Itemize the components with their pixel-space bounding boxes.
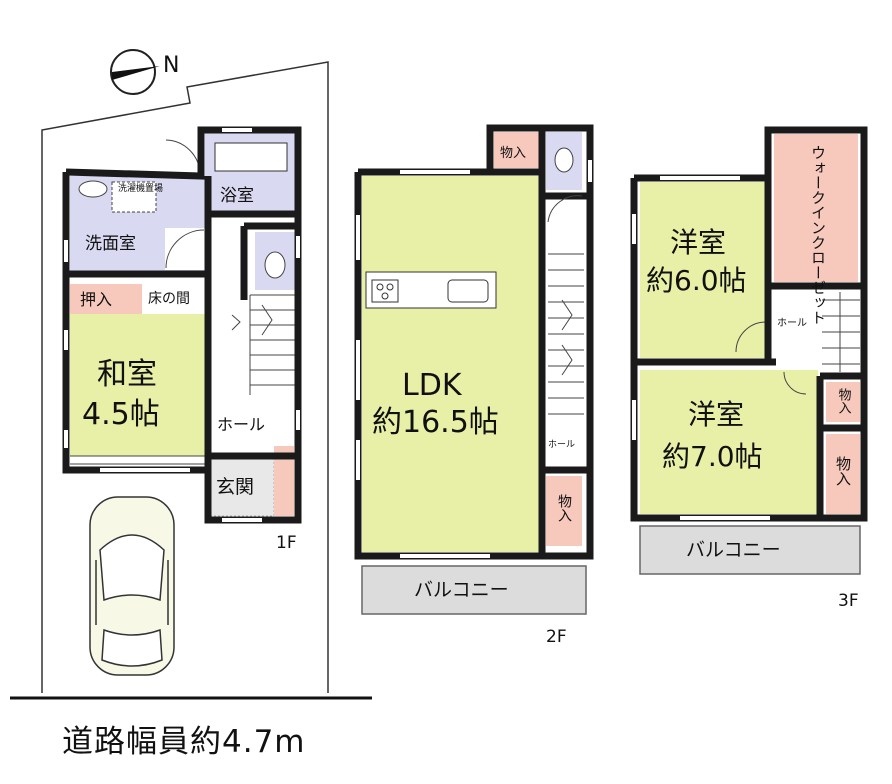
western-room-2-name: 洋室 (688, 398, 744, 431)
floor-2f: 物入 LDK 約16.5帖 ホール 物入 バルコニー 2F (354, 124, 594, 647)
alcove-label: 床の間 (148, 291, 190, 307)
compass-north-label: N (163, 53, 179, 78)
japanese-room-size: 4.5帖 (82, 397, 160, 432)
compass-icon: N (110, 49, 179, 95)
western-room-2-size: 約7.0帖 (662, 440, 763, 473)
entrance-label: 玄関 (216, 476, 254, 498)
hall-3f-label: ホール (777, 317, 807, 329)
western-room-1-size: 約6.0帖 (646, 264, 747, 297)
balcony-3f-label: バルコニー (686, 539, 781, 561)
storage-top-label: 物入 (500, 146, 526, 161)
walkin-closet-label: ウォークインクローゼット (809, 145, 827, 325)
parked-car-icon (89, 496, 175, 676)
ldk-name: LDK (402, 368, 463, 403)
storage-right-label: 物入 (556, 494, 572, 522)
hall-2f-label: ホール (548, 439, 575, 450)
bath-label: 浴室 (220, 186, 254, 206)
floor-1f: 洗濯機置場 浴室 洗面室 押入 床の間 和室 4.5帖 ホール 玄関 1F (62, 126, 302, 553)
floor-1f-label: 1F (276, 533, 297, 553)
balcony-2f-label: バルコニー (414, 579, 509, 601)
floor-2f-label: 2F (546, 627, 567, 647)
japanese-room-name: 和室 (97, 357, 157, 392)
western-room-1-name: 洋室 (670, 226, 726, 259)
washroom-label: 洗面室 (85, 234, 136, 254)
ldk-size: 約16.5帖 (372, 405, 499, 440)
storage-a-label: 物入 (836, 388, 852, 414)
site-boundary (41, 61, 329, 693)
floor-3f: ウォークインクローゼット 洋室 約6.0帖 ホール 洋室 約7.0帖 物入 物入… (630, 126, 868, 611)
road-width-label: 道路幅員約4.7m (62, 724, 306, 760)
floor-3f-label: 3F (838, 591, 859, 611)
washer-label: 洗濯機置場 (118, 182, 163, 194)
closet-label: 押入 (80, 290, 112, 309)
hall-1f-label: ホール (217, 415, 265, 434)
storage-b-label: 物入 (834, 456, 852, 486)
